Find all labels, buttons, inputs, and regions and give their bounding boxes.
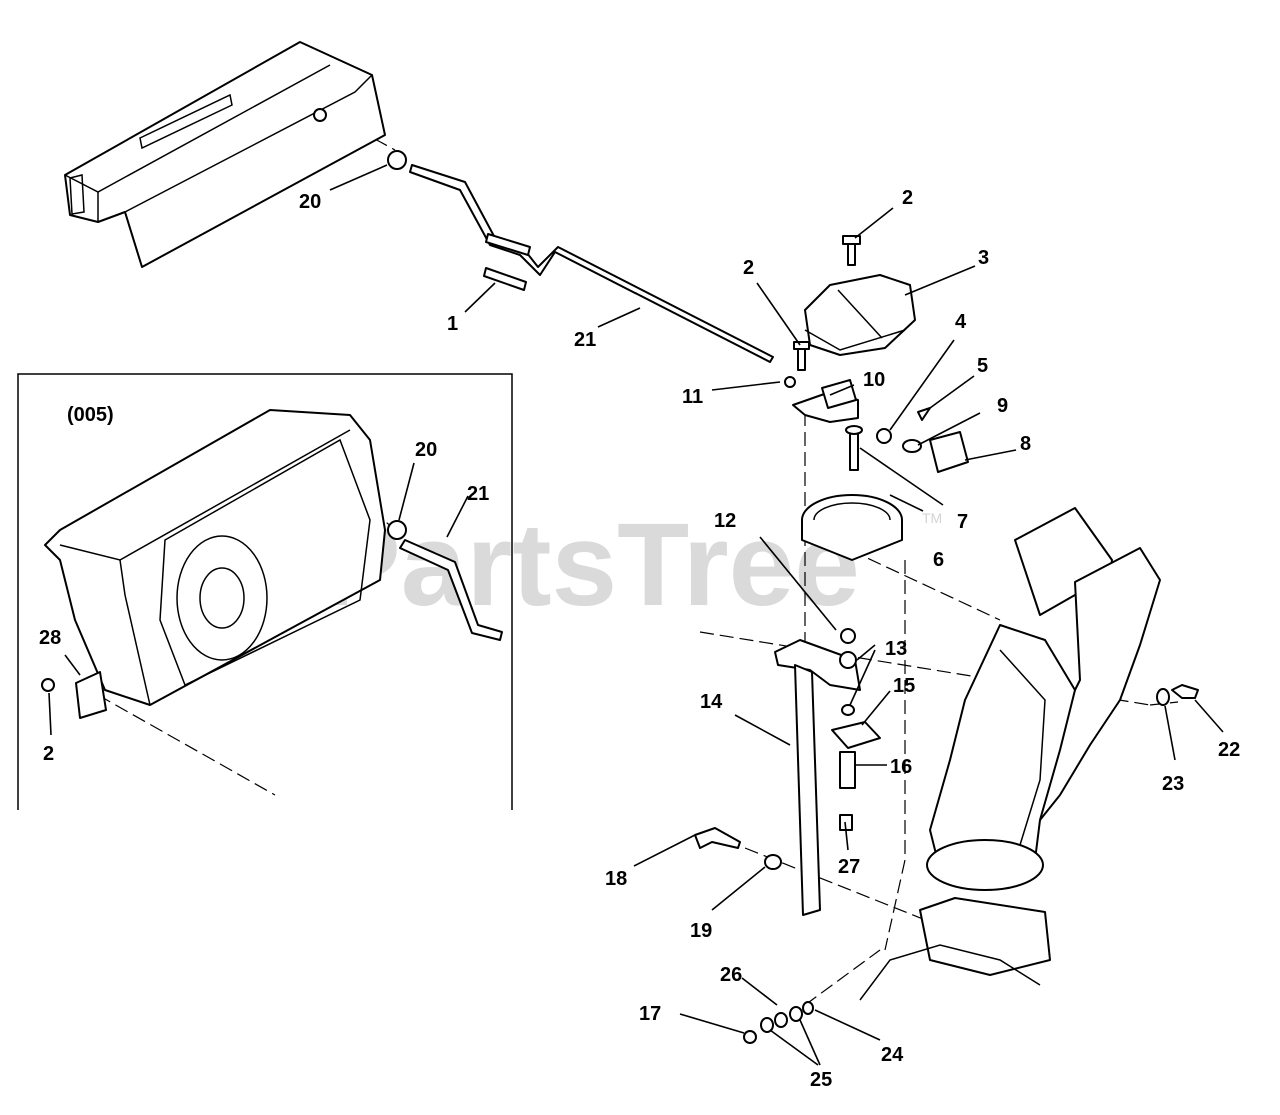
callout-8: 8: [1020, 433, 1031, 455]
callout-13: 13: [885, 638, 907, 660]
inset-title: (005): [67, 404, 114, 426]
callout-10: 10: [863, 369, 885, 391]
callout-25: 25: [810, 1069, 832, 1091]
callout-17: 17: [639, 1003, 661, 1025]
callout-26: 26: [720, 964, 742, 986]
callout-11: 11: [682, 386, 703, 408]
callout-5: 5: [977, 355, 988, 377]
callout-20: 20: [299, 191, 321, 213]
callout-19: 19: [690, 920, 712, 942]
callout-16: 16: [890, 756, 912, 778]
chute-support-bracket: [774, 628, 881, 916]
discharge-chute: [859, 507, 1199, 1001]
callout-15: 15: [893, 675, 915, 697]
callout-4: 4: [955, 311, 967, 333]
bracket-assembly: [784, 376, 969, 473]
callout-28: 28: [39, 627, 61, 649]
chute-cap: [793, 235, 916, 371]
callout-18: 18: [605, 868, 627, 890]
callout-3: 3: [978, 247, 989, 269]
callout-14: 14: [700, 691, 723, 713]
leader-lines: [48, 164, 1224, 1066]
chute-gear: [801, 494, 903, 561]
callout-6: 6: [933, 549, 944, 571]
chute-crank-rod: [387, 150, 774, 363]
bolt-hardware: [694, 827, 814, 1044]
callout-23: 23: [1162, 773, 1184, 795]
callout-22: 22: [1218, 739, 1240, 761]
callout-2: 2: [743, 257, 754, 279]
watermark: PartsTree: [322, 499, 860, 631]
callout-9: 9: [997, 395, 1008, 417]
inset-panel: (005): [17, 373, 513, 810]
callout-1: 1: [447, 313, 458, 335]
callout-21: 21: [467, 483, 489, 505]
callout-21: 21: [574, 329, 596, 351]
callout-2: 2: [43, 743, 54, 765]
callout-27: 27: [838, 856, 860, 878]
watermark-tm: TM: [922, 510, 942, 526]
callout-24: 24: [881, 1044, 904, 1066]
blower-housing-top: [64, 41, 386, 268]
callout-20: 20: [415, 439, 437, 461]
callout-2: 2: [902, 187, 913, 209]
callout-labels: 1 2 2 2 3 4 5 6 7 8 9 10 11 12 13 14 15 …: [39, 187, 1240, 1091]
assembly-lines: [97, 109, 1179, 1006]
callout-7: 7: [957, 511, 968, 533]
callout-12: 12: [714, 510, 736, 532]
